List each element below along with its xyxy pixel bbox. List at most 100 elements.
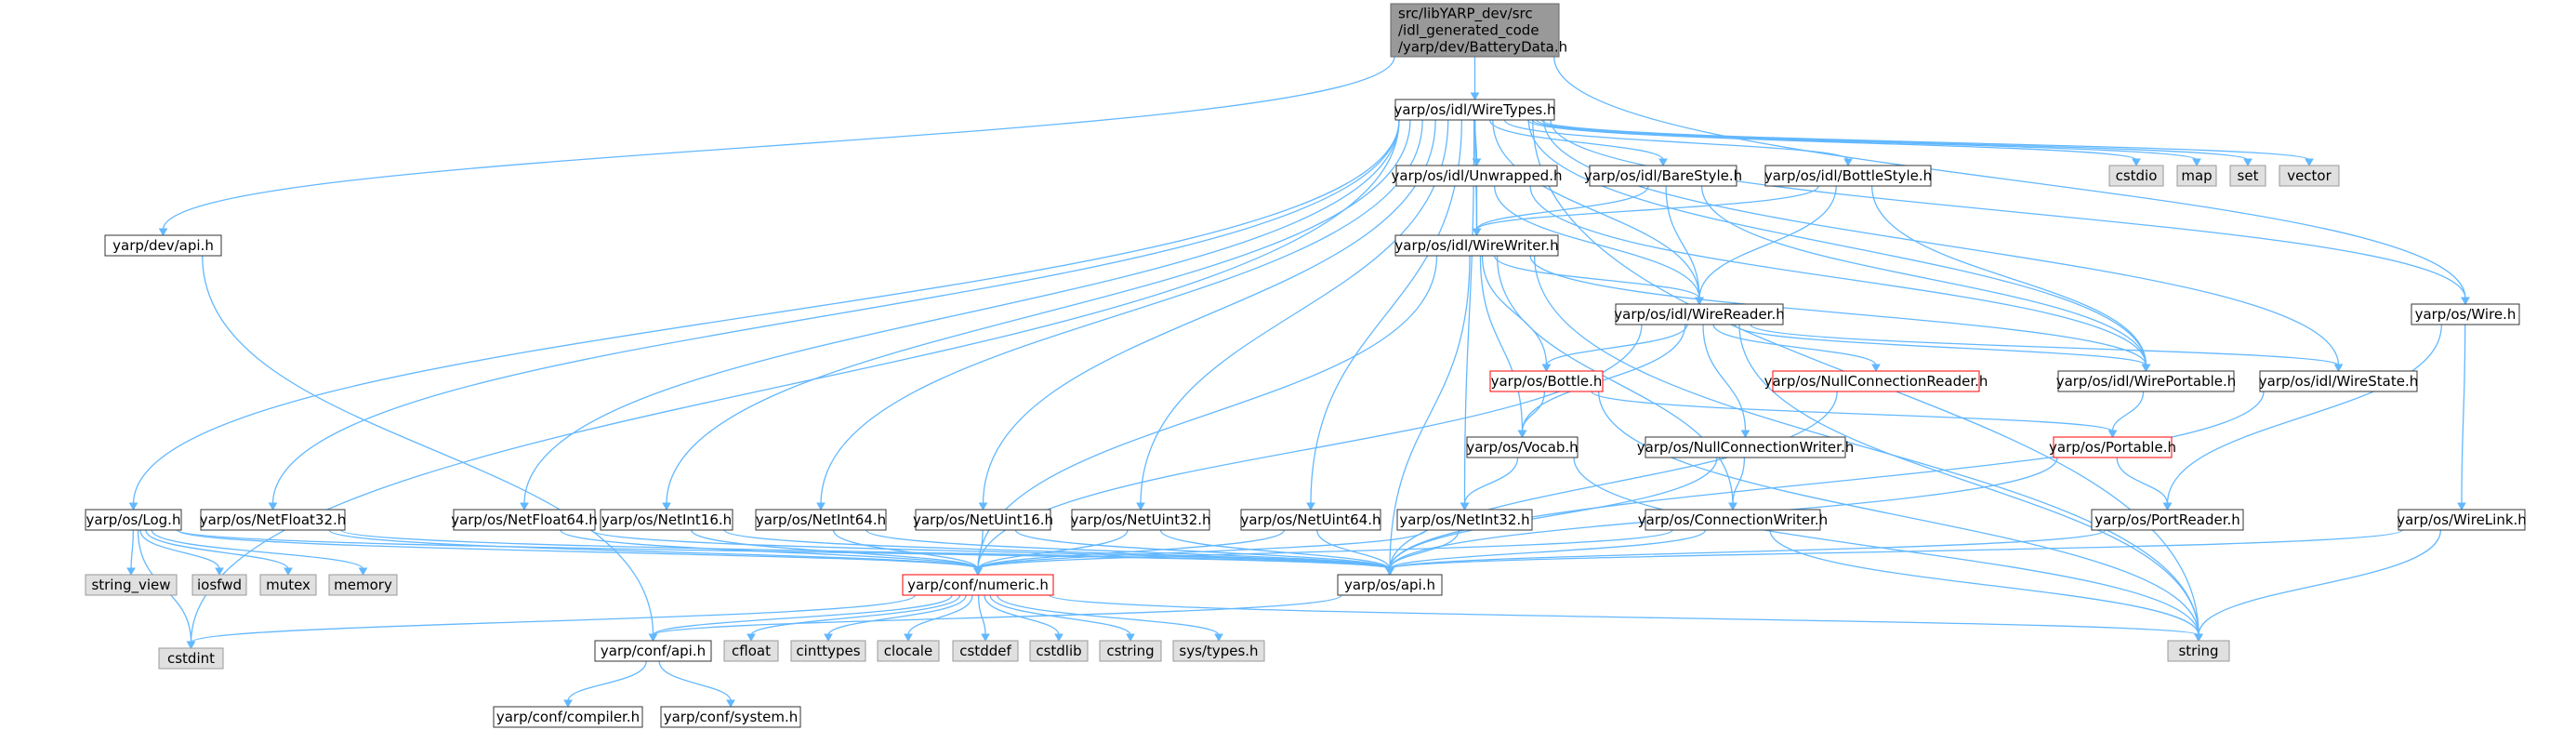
node-bottlestyle[interactable]: yarp/os/idl/BottleStyle.h: [1764, 165, 1932, 187]
node-label: src/libYARP_dev/src: [1398, 6, 1533, 23]
node-nullconnwriter[interactable]: yarp/os/NullConnectionWriter.h: [1637, 436, 1854, 458]
edge-wire-to-portreader: [2162, 324, 2443, 511]
edge-line: [1521, 324, 1686, 432]
edge-wiretypes-to-netint16: [662, 119, 1411, 511]
edge-line: [750, 594, 961, 636]
node-netfloat32[interactable]: yarp/os/NetFloat32.h: [200, 509, 347, 531]
node-netuint64[interactable]: yarp/os/NetUint64.h: [1240, 509, 1381, 531]
edge-netint16-to-numeric: [691, 529, 983, 577]
node-portreader[interactable]: yarp/os/PortReader.h: [2091, 509, 2244, 531]
node-label: cstring: [1106, 643, 1154, 659]
node-label: yarp/os/NetInt64.h: [756, 511, 886, 528]
node-confapi[interactable]: yarp/conf/api.h: [594, 640, 712, 662]
node-box: [1172, 640, 1265, 662]
node-vocab[interactable]: yarp/os/Vocab.h: [1466, 436, 1579, 458]
node-numeric[interactable]: yarp/conf/numeric.h: [902, 574, 1054, 596]
node-box: [2259, 370, 2418, 392]
node-devapi[interactable]: yarp/dev/api.h: [104, 234, 222, 257]
node-label: yarp/os/idl/WireReader.h: [1614, 306, 1785, 323]
edge-wiretypes-to-netint64: [816, 119, 1423, 511]
node-label: set: [2238, 167, 2259, 184]
edge-arrowhead: [726, 699, 735, 709]
node-wirereader[interactable]: yarp/os/idl/WireReader.h: [1614, 303, 1785, 325]
node-wirestate[interactable]: yarp/os/idl/WireState.h: [2259, 370, 2418, 392]
node-label: yarp/os/Vocab.h: [1466, 439, 1578, 456]
nodes-layer: src/libYARP_dev/src/idl_generated_code/y…: [85, 3, 2527, 728]
node-bottle[interactable]: yarp/os/Bottle.h: [1489, 370, 1604, 392]
node-unwrapped[interactable]: yarp/os/idl/Unwrapped.h: [1392, 165, 1563, 187]
edge-line: [162, 56, 1395, 231]
node-box: [200, 509, 346, 531]
node-netint16[interactable]: yarp/os/NetInt16.h: [600, 509, 733, 531]
node-wireportable[interactable]: yarp/os/idl/WirePortable.h: [2056, 370, 2237, 392]
node-wire[interactable]: yarp/os/Wire.h: [2411, 303, 2520, 325]
node-netuint16[interactable]: yarp/os/NetUint16.h: [913, 509, 1053, 531]
node-wiretypes[interactable]: yarp/os/idl/WireTypes.h: [1394, 99, 1556, 121]
node-label: yarp/os/WireLink.h: [2397, 511, 2527, 528]
node-netint32[interactable]: yarp/os/NetInt32.h: [1396, 509, 1533, 531]
edge-line: [1389, 529, 1707, 570]
edge-log-to-mutex: [145, 529, 293, 577]
node-map: map: [2176, 165, 2217, 187]
node-box: [2091, 509, 2244, 531]
edge-wirewriter-to-vocab: [1479, 255, 1527, 439]
edge-arrowhead: [662, 502, 671, 511]
edge-line: [652, 594, 1342, 636]
edge-line: [202, 255, 654, 636]
edge-wiretypes-to-cstdio: [1526, 119, 2141, 167]
node-label: memory: [334, 577, 392, 593]
edge-line: [1049, 594, 2200, 636]
edge-line: [560, 529, 979, 570]
edge-line: [997, 594, 1220, 636]
edge-wiretypes-to-netfloat32: [268, 119, 1400, 511]
node-cinttypes: cinttypes: [790, 640, 866, 662]
edge-line: [1870, 185, 2147, 366]
node-wirewriter[interactable]: yarp/os/idl/WireWriter.h: [1394, 234, 1559, 257]
edge-wiretypes-to-set: [1536, 119, 2252, 167]
node-label: yarp/os/idl/WireTypes.h: [1394, 101, 1555, 118]
edge-wirewriter-to-bottle: [1481, 255, 1552, 373]
edge-arrowhead: [2192, 158, 2201, 167]
node-osapi[interactable]: yarp/os/api.h: [1337, 574, 1443, 596]
edge-line: [523, 119, 1400, 505]
node-label: cinttypes: [796, 643, 860, 659]
edge-line: [1527, 119, 2147, 366]
node-root: src/libYARP_dev/src/idl_generated_code/y…: [1390, 3, 1567, 58]
edge-wiretypes-to-barestyle: [1489, 119, 1668, 167]
node-box: [1396, 509, 1533, 531]
node-label: yarp/conf/api.h: [601, 643, 706, 659]
edge-arrowhead: [1136, 502, 1145, 511]
edge-arrowhead: [1541, 364, 1552, 373]
node-box: [2279, 165, 2340, 187]
node-netuint32[interactable]: yarp/os/NetUint32.h: [1070, 509, 1211, 531]
edge-bottlestyle-to-wirewriter: [1472, 185, 1819, 237]
node-compiler[interactable]: yarp/conf/compiler.h: [493, 706, 643, 728]
node-portable[interactable]: yarp/os/Portable.h: [2049, 436, 2176, 458]
edge-line: [1475, 185, 1819, 231]
edge-numeric-to-cstring: [989, 594, 1135, 643]
edge-arrowhead: [1054, 633, 1063, 643]
edge-log-to-iosfwd: [139, 529, 224, 577]
edge-line: [271, 119, 1400, 505]
node-connwriter[interactable]: yarp/os/ConnectionWriter.h: [1638, 509, 1828, 531]
edge-line: [1389, 391, 2265, 570]
node-system[interactable]: yarp/conf/system.h: [660, 706, 801, 728]
edge-wiretypes-to-wire: [1550, 119, 2470, 306]
edge-line: [989, 594, 1131, 636]
node-label: yarp/conf/system.h: [664, 709, 799, 725]
node-box: [2057, 370, 2235, 392]
node-netfloat64[interactable]: yarp/os/NetFloat64.h: [451, 509, 598, 531]
edge-log-to-memory: [151, 529, 368, 577]
node-barestyle[interactable]: yarp/os/idl/BareStyle.h: [1584, 165, 1742, 187]
edge-line: [1543, 119, 2340, 366]
node-log[interactable]: yarp/os/Log.h: [85, 509, 182, 531]
node-box: [1645, 509, 1821, 531]
edge-line: [145, 529, 289, 570]
node-label: yarp/os/NetUint64.h: [1240, 511, 1380, 528]
node-nullconnreader[interactable]: yarp/os/NullConnectionReader.h: [1764, 370, 1988, 392]
edge-line: [1665, 185, 1700, 299]
node-wirelink[interactable]: yarp/os/WireLink.h: [2397, 509, 2527, 531]
edge-line: [1389, 529, 2403, 570]
edge-numeric-to-systypes: [997, 594, 1223, 643]
node-netint64[interactable]: yarp/os/NetInt64.h: [755, 509, 887, 531]
